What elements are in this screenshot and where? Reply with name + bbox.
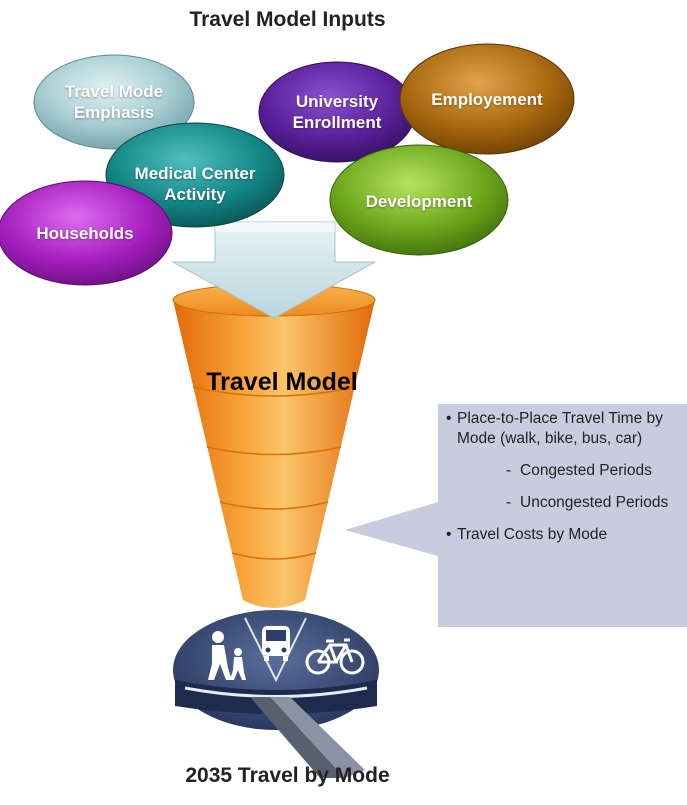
callout-bullet-travel-time: • Place-to-Place Travel Time by Mode (wa… xyxy=(446,409,683,449)
label-development: Development xyxy=(365,191,473,211)
callout-bullet-travel-costs: • Travel Costs by Mode xyxy=(446,525,683,545)
callout-sub-congested: - Congested Periods xyxy=(506,461,683,481)
label-university-enrollment: University Enrollment xyxy=(292,92,382,132)
bubble-households xyxy=(0,180,173,286)
label-employement: Employement xyxy=(431,89,543,109)
travel-model-label: Travel Model xyxy=(206,368,358,396)
callout-sub-text: Congested Periods xyxy=(520,462,652,479)
bubble-employement xyxy=(399,43,575,155)
funnel xyxy=(172,283,376,608)
input-arrow xyxy=(171,221,377,319)
bubble-travel-mode-emphasis xyxy=(33,54,195,150)
label-medical-center-activity: Medical Center Activity xyxy=(134,164,256,204)
input-bubbles xyxy=(0,43,575,286)
bubble-development xyxy=(329,144,509,256)
bicycle-icon xyxy=(305,638,365,675)
callout-pointer xyxy=(345,502,438,556)
label-households: Households xyxy=(36,223,134,243)
model-outputs-callout: • Place-to-Place Travel Time by Mode (wa… xyxy=(438,404,687,627)
travel-mode-badge xyxy=(173,610,379,778)
label-travel-mode-emphasis: Travel Mode Emphasis xyxy=(64,82,164,122)
bus-icon xyxy=(262,626,290,661)
pedestrians-icon xyxy=(208,631,246,680)
outputs-title: 2035 Travel by Mode xyxy=(185,764,390,787)
callout-bullet-text: Travel Costs by Mode xyxy=(457,526,608,543)
callout-bullet-text: Place-to-Place Travel Time by Mode (walk… xyxy=(457,410,663,447)
callout-sub-uncongested: - Uncongested Periods xyxy=(506,493,683,513)
callout-sub-text: Uncongested Periods xyxy=(520,494,669,511)
inputs-title: Travel Model Inputs xyxy=(189,8,386,31)
